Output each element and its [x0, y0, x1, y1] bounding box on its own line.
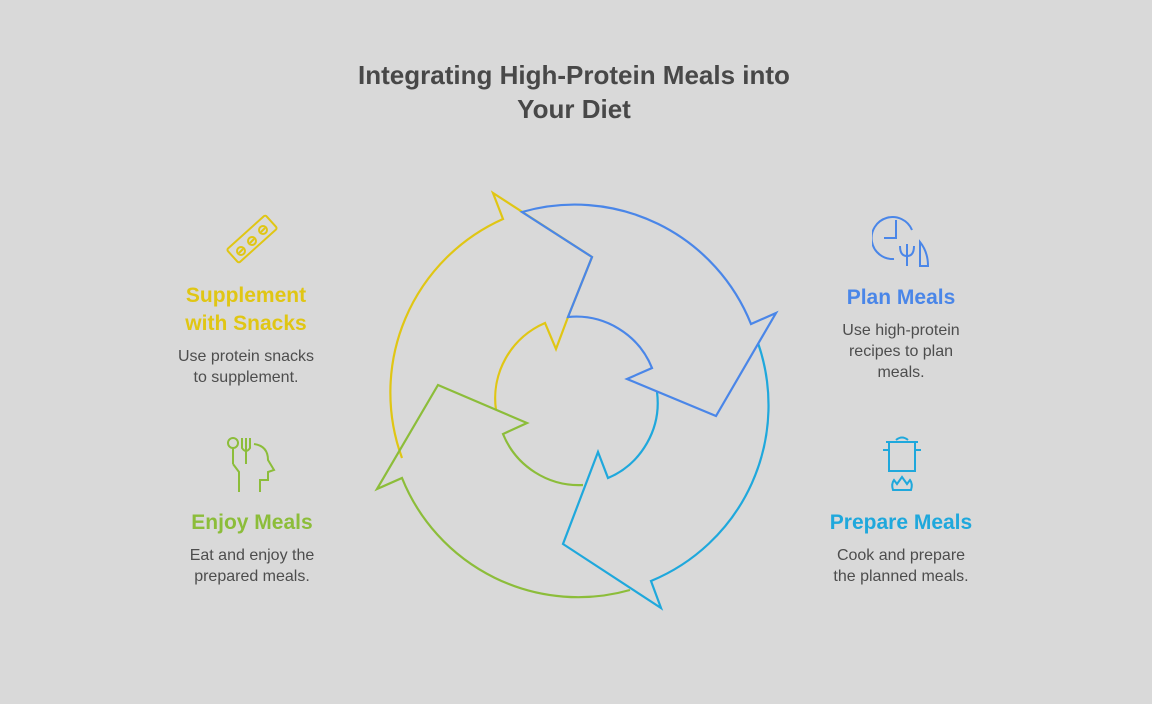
- step-supplement: Supplement with Snacks Use protein snacks…: [136, 282, 356, 388]
- step-title: Prepare Meals: [829, 511, 973, 534]
- step-title: Supplement: [185, 284, 307, 307]
- step-title: Plan Meals: [846, 286, 956, 309]
- step-desc: Cook and prepare: [836, 547, 966, 564]
- step-title: with Snacks: [185, 312, 307, 335]
- page-title: Integrating High-Protein Meals into Your…: [0, 58, 1148, 126]
- step-title: Enjoy Meals: [191, 511, 313, 534]
- cooking-pot-icon: [883, 436, 921, 491]
- step-desc: Eat and enjoy the: [189, 547, 315, 564]
- step-plan: Plan Meals Use high-protein recipes to pl…: [791, 284, 1011, 383]
- step-desc: to supplement.: [193, 369, 299, 386]
- step-desc: recipes to plan: [848, 343, 954, 360]
- title-line-2: Your Diet: [517, 94, 631, 124]
- arrow-supplement: [389, 190, 594, 459]
- pill-strip-icon: [226, 214, 278, 264]
- step-prepare: Prepare Meals Cook and prepare the planne…: [791, 509, 1011, 587]
- step-desc: meals.: [877, 364, 925, 381]
- clock-utensils-icon: [872, 216, 930, 267]
- step-desc: Use high-protein: [842, 322, 960, 339]
- step-desc: Use protein snacks: [177, 348, 315, 365]
- arrow-plan: [519, 203, 779, 418]
- head-utensils-icon: [227, 437, 276, 492]
- title-line-1: Integrating High-Protein Meals into: [358, 60, 790, 90]
- step-desc: the planned meals.: [833, 568, 969, 585]
- step-enjoy: Enjoy Meals Eat and enjoy the prepared me…: [142, 509, 362, 587]
- step-desc: prepared meals.: [194, 568, 310, 585]
- arrow-enjoy: [374, 383, 631, 599]
- arrow-prepare: [561, 342, 770, 611]
